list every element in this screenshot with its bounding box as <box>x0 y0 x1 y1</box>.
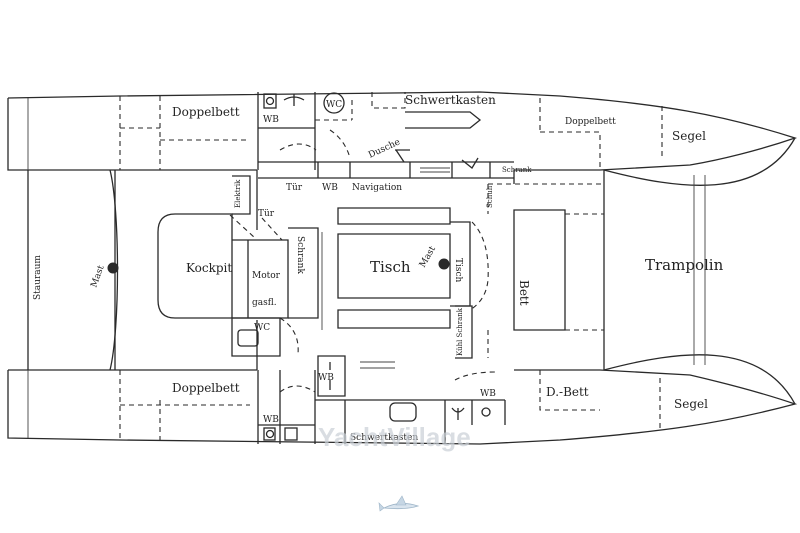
label-elektrik: Elektrik <box>234 179 242 208</box>
label-tisch-side: Tisch <box>453 258 463 283</box>
label-trampolin: Trampolin <box>645 256 724 274</box>
label-doppelbett-top-right: Doppelbett <box>565 117 616 127</box>
label-schwertkasten-top: Schwertkasten <box>405 93 496 107</box>
label-schrank-mid: Schrank <box>295 236 305 274</box>
label-wb-nav: WB <box>322 183 338 193</box>
label-schwertkasten-bottom: Schwertkasten <box>350 433 418 443</box>
label-tuer-top: Tür <box>286 183 303 193</box>
bridge-deck <box>107 170 604 370</box>
label-schrank-top: Schrank <box>502 166 532 174</box>
mast-center-icon <box>438 258 450 270</box>
label-d-bett: D.-Bett <box>546 385 589 399</box>
label-mast: Mast <box>89 264 106 289</box>
bottom-hull-interior <box>119 355 600 444</box>
label-motor: Motor <box>252 271 281 281</box>
watermark: YachtVillage <box>318 422 471 452</box>
label-wb-bottom: WB <box>263 415 279 425</box>
label-segel-bottom: Segel <box>674 397 708 411</box>
label-doppelbett-top: Doppelbett <box>172 105 240 119</box>
flying-fish-icon <box>378 495 420 512</box>
label-schuh: Schuh <box>486 185 494 208</box>
label-mast-center: Mast <box>418 244 438 269</box>
label-tuer-small: Tür <box>258 209 275 219</box>
room-labels: Doppelbett WB WC Schwertkasten Doppelbet… <box>33 93 724 443</box>
label-kuehlschrank: Kühl Schrank <box>456 307 464 356</box>
label-wb-bottom-mid: WB <box>318 373 334 383</box>
label-bett: Bett <box>517 280 531 306</box>
label-wc-bottom: WC <box>254 323 270 333</box>
label-doppelbett-bottom: Doppelbett <box>172 381 240 395</box>
label-tisch: Tisch <box>370 258 411 276</box>
label-navigation: Navigation <box>352 183 402 193</box>
label-wc-top: WC <box>326 100 342 110</box>
label-dusche: Dusche <box>367 137 402 160</box>
hull-outline <box>7 91 798 445</box>
label-kockpit: Kockpit <box>186 261 232 275</box>
label-gasfl: gasfl. <box>252 298 277 308</box>
label-segel-top: Segel <box>672 129 706 143</box>
label-wb-bottom-right: WB <box>480 389 496 399</box>
label-wb-top: WB <box>263 115 279 125</box>
top-hull-interior <box>119 92 601 179</box>
label-stauraum: Stauraum <box>33 255 43 300</box>
mast-left-icon <box>107 262 119 274</box>
